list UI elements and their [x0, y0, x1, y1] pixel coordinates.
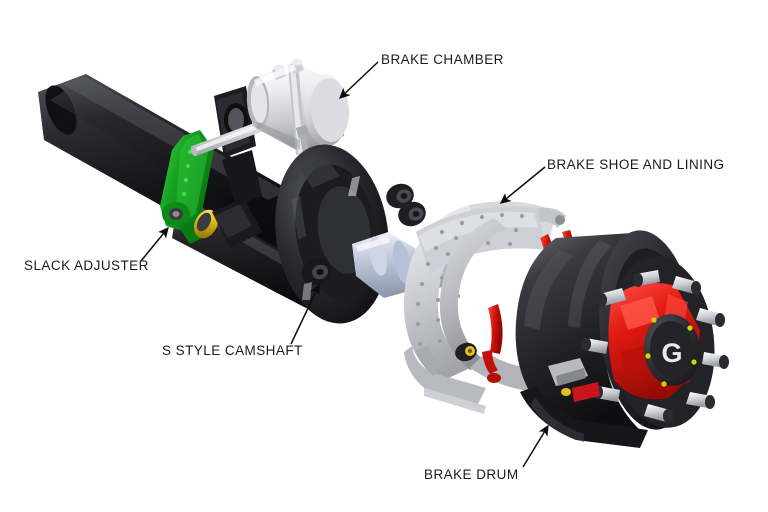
hub-cap-logo: G — [661, 338, 682, 368]
callout-label-s-style-camshaft: S STYLE CAMSHAFT — [162, 343, 303, 358]
leader-brake-drum — [522, 424, 549, 468]
leader-slack-adjuster — [140, 226, 169, 262]
cam-roller — [455, 342, 477, 362]
callout-label-slack-adjuster: SLACK ADJUSTER — [24, 258, 149, 273]
leader-brake-shoe — [499, 166, 546, 204]
lug-studs — [581, 270, 729, 423]
push-rod — [190, 118, 272, 157]
anchor-pin-lower — [301, 258, 331, 286]
brake-chamber — [246, 58, 350, 164]
wheel-hub: G — [608, 256, 715, 428]
slack-adjuster — [160, 130, 214, 244]
callout-label-brake-chamber: BRAKE CHAMBER — [381, 52, 504, 67]
brake-shoe-and-lining — [403, 201, 566, 414]
callout-label-brake-drum: BRAKE DRUM — [424, 467, 519, 482]
callout-leaders — [140, 61, 549, 468]
callout-label-brake-shoe-and-lining: BRAKE SHOE AND LINING — [547, 157, 725, 172]
leader-camshaft — [290, 283, 320, 345]
camshaft-bushing — [194, 198, 262, 248]
hub-bracket-detail — [548, 358, 600, 402]
anchor-pin-upper — [386, 183, 426, 227]
leader-brake-chamber — [338, 61, 379, 99]
